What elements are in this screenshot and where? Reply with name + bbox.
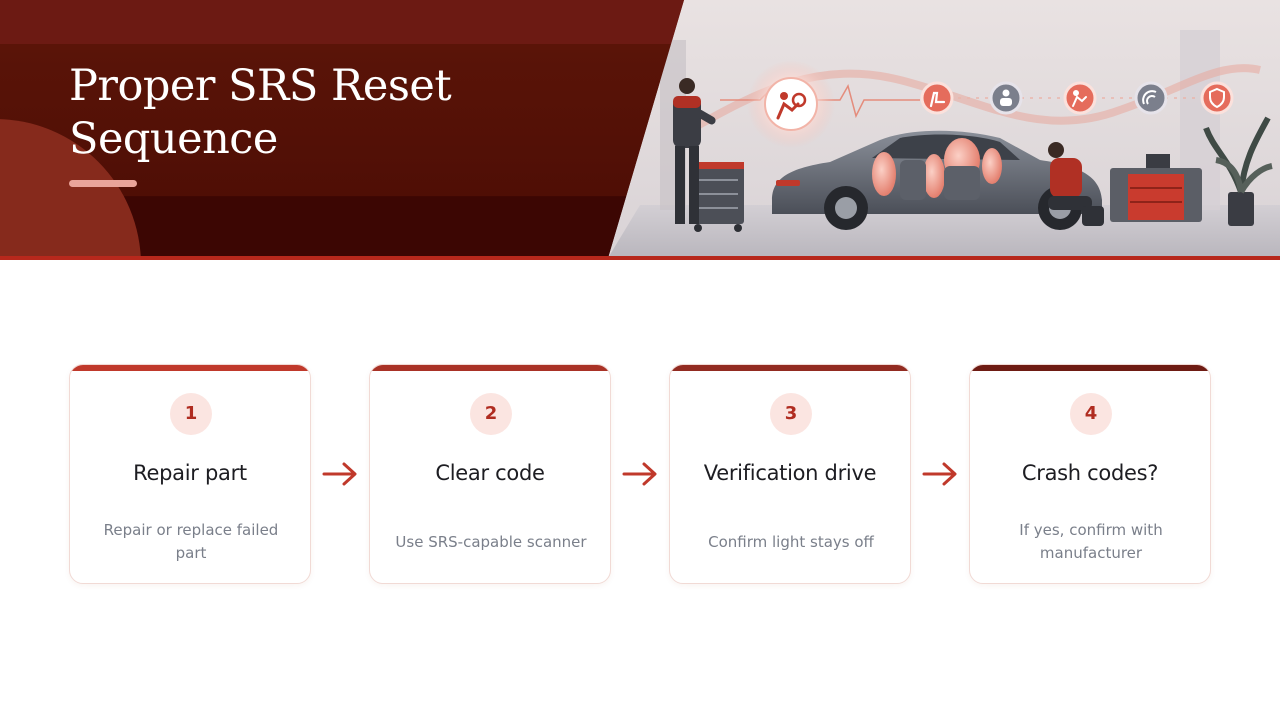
step-card-3: 3 Verification drive Confirm light stays… <box>669 364 911 584</box>
seat-icon <box>920 81 954 115</box>
plant-decoration <box>1203 116 1273 226</box>
header-divider <box>0 256 1280 260</box>
shield-icon <box>1200 81 1234 115</box>
arrow-right-icon <box>322 462 357 486</box>
step-description: Repair or replace failed part <box>103 521 279 562</box>
step-description: Confirm light stays off <box>708 532 874 551</box>
step-card-4: 4 Crash codes? If yes, confirm with manu… <box>969 364 1211 584</box>
title-underline <box>69 180 137 187</box>
step-card-top-bar <box>970 365 1210 371</box>
step-title: Verification drive <box>703 461 877 485</box>
title-panel-shape <box>0 0 684 258</box>
step-card-top-bar <box>370 365 610 371</box>
garage-illustration <box>608 0 1280 258</box>
step-description: If yes, confirm with manufacturer <box>1019 521 1163 562</box>
step-title: Clear code <box>435 461 545 485</box>
scanner-icon <box>1134 81 1168 115</box>
occupant-icon <box>989 81 1023 115</box>
step-card-top-bar <box>70 365 310 371</box>
step-number-badge: 2 <box>470 393 512 435</box>
mechanic-figure <box>673 78 716 224</box>
step-card-top-bar <box>670 365 910 371</box>
page-title: Proper SRS Reset Sequence <box>69 61 452 164</box>
arrow-right-icon <box>922 462 957 486</box>
step-card-1: 1 Repair part Repair or replace failed p… <box>69 364 311 584</box>
step-card-2: 2 Clear code Use SRS-capable scanner <box>369 364 611 584</box>
mechanic-kneeling-figure <box>1048 142 1104 226</box>
step-title: Crash codes? <box>1021 461 1159 485</box>
step-description: Use SRS-capable scanner <box>395 532 587 551</box>
airbag-deploy-icon <box>1063 81 1097 115</box>
arrow-right-icon <box>622 462 657 486</box>
step-title: Repair part <box>133 461 247 485</box>
car-illustration <box>772 130 1102 230</box>
step-number-badge: 4 <box>1070 393 1112 435</box>
airbag-icon <box>776 92 807 120</box>
step-number-badge: 1 <box>170 393 212 435</box>
step-number-badge: 3 <box>770 393 812 435</box>
